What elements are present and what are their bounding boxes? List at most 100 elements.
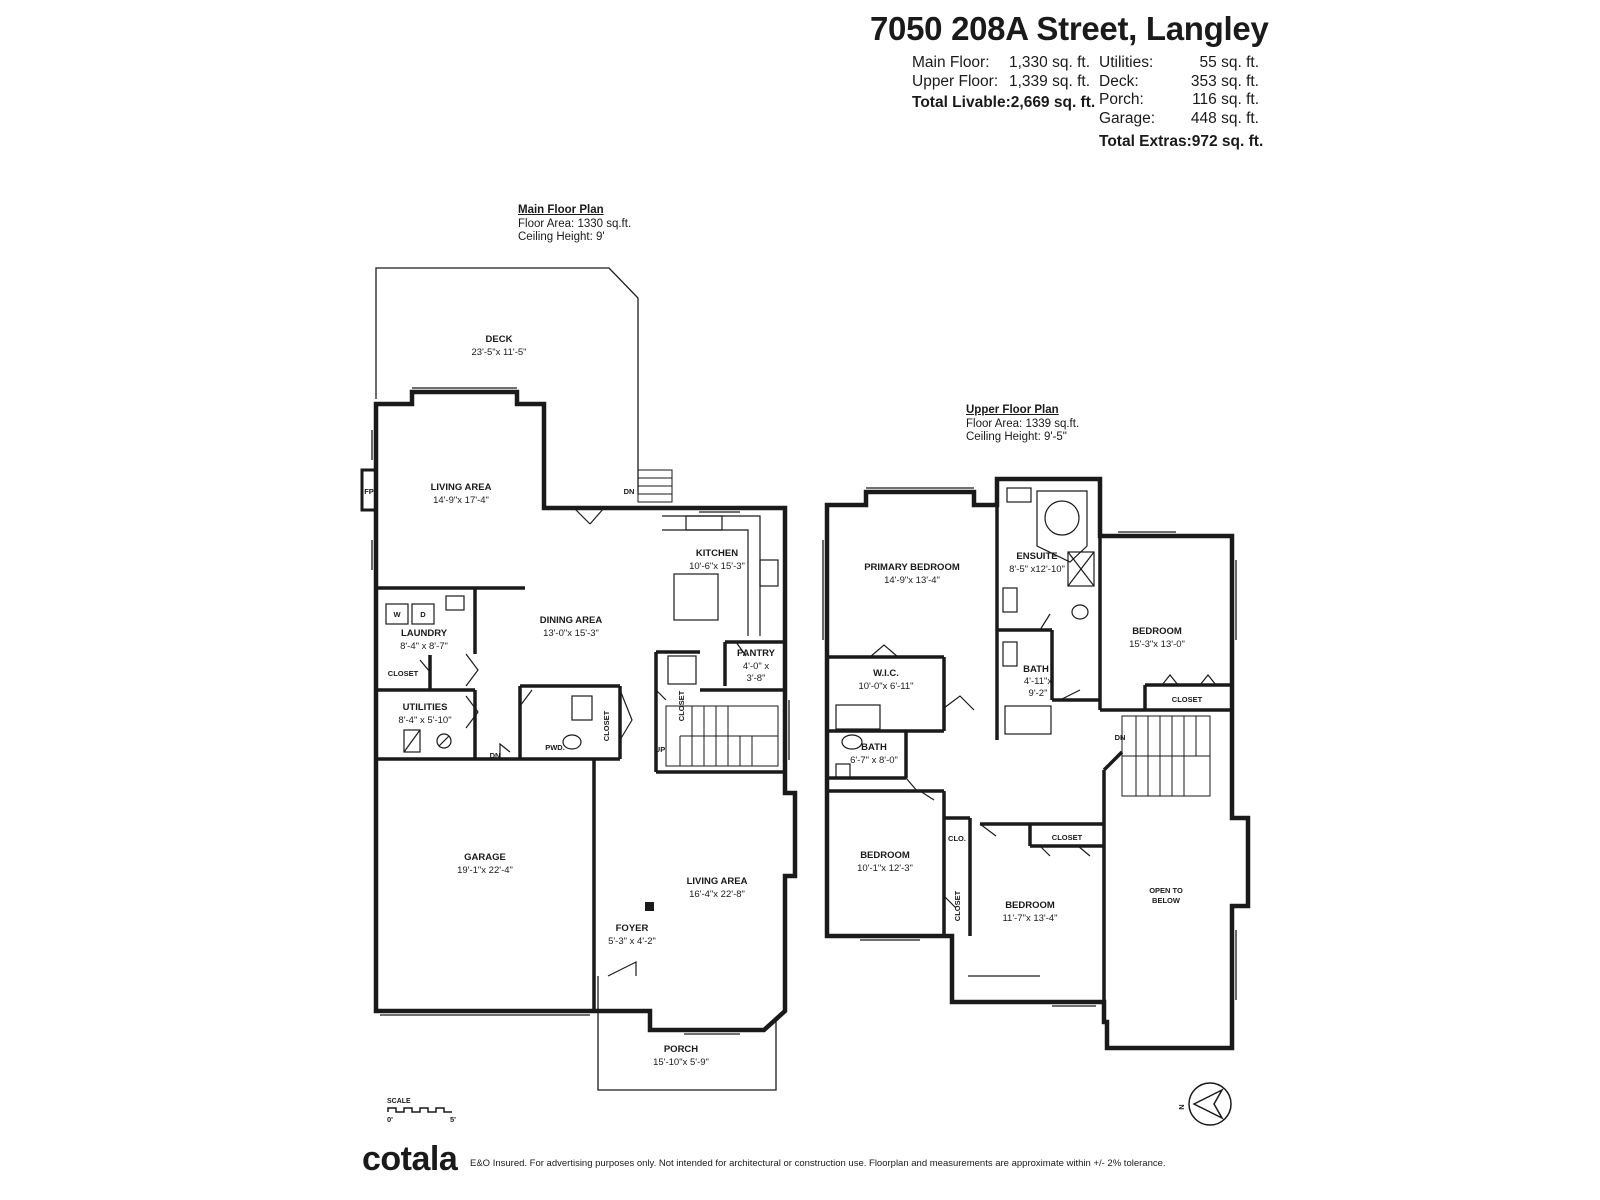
main-floor-labels: DECK 23'-5"x 11'-5" LIVING AREA 14'-9"x …: [364, 334, 775, 1068]
fireplace-label: FP: [364, 487, 374, 496]
bedroom-left-label: BEDROOM: [860, 850, 910, 861]
utilities-dim: 8'-4" x 5'-10": [398, 715, 451, 726]
garage-dim: 19'-1"x 22'-4": [457, 865, 513, 876]
main-floor-area-row: Main Floor: 1,330 sq. ft.: [912, 54, 1090, 73]
hall-closet-label: CLOSET: [602, 710, 611, 741]
upper-floor-title: Upper Floor Plan: [966, 404, 1059, 416]
living-lower-dim: 16'-4"x 22'-8": [689, 889, 745, 900]
wic-dim: 10'-0"x 6'-11": [858, 681, 913, 692]
bath-left-label: BATH: [861, 742, 887, 753]
scale-label: SCALE: [387, 1098, 411, 1105]
bedroom-mid-label: BEDROOM: [1005, 900, 1055, 911]
area-label: Upper Floor:: [912, 72, 999, 90]
deck-dim: 23'-5"x 11'-5": [471, 347, 526, 358]
area-label: Total Livable:: [912, 94, 1011, 111]
utilities-fixtures: [403, 729, 452, 753]
area-value: 972 sq. ft.: [1191, 133, 1264, 150]
laundry-dim: 8'-4" x 8'-7": [400, 641, 448, 652]
main-floor-ceiling: Ceiling Height: 9': [518, 231, 605, 243]
dining-label: DINING AREA: [540, 615, 603, 626]
main-floor-exterior-walls: [373, 389, 798, 1033]
deck-dn-label: DN: [624, 487, 635, 496]
main-stairs: [665, 705, 779, 767]
dryer-label: D: [420, 610, 426, 619]
scale-max-label: 5': [450, 1115, 456, 1124]
main-floor-doors: [419, 507, 747, 977]
laundry-appliances: [385, 595, 465, 625]
foyer-dim: 5'-3" x 4'-2": [608, 936, 656, 947]
area-value: 55 sq. ft.: [1199, 54, 1259, 71]
bath-small-dim-2: 9'-2": [1029, 688, 1048, 699]
primary-bedroom-label: PRIMARY BEDROOM: [864, 562, 960, 573]
deck-area-row: Deck: 353 sq. ft.: [1099, 73, 1259, 92]
living-areas-summary: Main Floor: 1,330 sq. ft. Upper Floor: 1…: [912, 54, 1095, 113]
scale-bar: [387, 1107, 452, 1113]
area-value: 448 sq. ft.: [1190, 109, 1259, 127]
area-label: Porch:: [1099, 91, 1144, 108]
upper-floor-area: Floor Area: 1339 sq.ft.: [966, 417, 1080, 430]
ensuite-label: ENSUITE: [1016, 551, 1057, 562]
living-lower-label: LIVING AREA: [687, 876, 748, 887]
deck-outline: [375, 267, 639, 494]
porch-label: PORCH: [664, 1044, 698, 1055]
bedroom-right-dim: 15'-3"x 13'-0": [1129, 639, 1185, 650]
utilities-label: UTILITIES: [403, 702, 448, 713]
porch-dim: 15'-10"x 5'-9": [653, 1057, 709, 1068]
bedroom-right-closet-label: CLOSET: [1172, 695, 1203, 704]
area-label: Utilities:: [1099, 54, 1154, 71]
porch-outline: [597, 976, 777, 1091]
property-address: 7050 208A Street, Langley: [870, 10, 1269, 47]
upper-stairs: [1121, 715, 1211, 797]
extras-areas-summary: Utilities: 55 sq. ft. Deck: 353 sq. ft. …: [1099, 54, 1263, 152]
total-livable-row: Total Livable: 2,669 sq. ft.: [912, 94, 1095, 113]
disclaimer-text: E&O Insured. For advertising purposes on…: [470, 1158, 1166, 1169]
laundry-label: LAUNDRY: [401, 628, 448, 639]
main-floor-plan: [360, 267, 798, 1091]
stair-closet-label: CLOSET: [677, 690, 686, 721]
ensuite-dim: 8'-5" x12'-10": [1009, 564, 1065, 575]
upper-dn-label: DN: [1115, 733, 1126, 742]
pantry-label: PANTRY: [737, 648, 776, 659]
living-upper-dim: 14'-9"x 17'-4": [433, 495, 489, 506]
clo-label: CLO.: [948, 834, 966, 843]
open-to-below-line1: OPEN TO: [1149, 886, 1183, 895]
bath-left-dim: 6'-7" x 8'-0": [850, 755, 898, 766]
kitchen-dim: 10'-6"x 15'-3": [689, 561, 745, 572]
area-value: 1,339 sq. ft.: [1009, 72, 1090, 90]
total-extras-row: Total Extras: 972 sq. ft.: [1099, 133, 1263, 152]
upper-floor-plan: [822, 476, 1251, 1051]
main-floor-interior-walls: [376, 586, 785, 1011]
area-value: 116 sq. ft.: [1192, 91, 1259, 108]
area-label: Garage:: [1099, 109, 1156, 127]
bath-left-fixtures: [835, 704, 881, 779]
foyer-label: FOYER: [616, 923, 649, 934]
wic-label: W.I.C.: [873, 668, 899, 679]
open-to-below-line2: BELOW: [1152, 896, 1181, 905]
upper-floor-exterior-walls: [824, 476, 1251, 1051]
utilities-area-row: Utilities: 55 sq. ft.: [1099, 54, 1259, 73]
bath-small-label: BATH: [1023, 664, 1049, 675]
washer-label: W: [393, 610, 401, 619]
pantry-dim-1: 4'-0" x: [743, 661, 770, 672]
garage-area-row: Garage: 448 sq. ft.: [1099, 110, 1259, 129]
bath-small-fixtures: [1002, 641, 1052, 735]
main-floor-windows: [371, 387, 790, 1035]
pantry-dim-2: 3'-8": [747, 673, 766, 684]
fireplace-bump: [360, 468, 376, 512]
deck-label: DECK: [486, 334, 513, 345]
living-upper-label: LIVING AREA: [431, 482, 492, 493]
upper-floor-area-row: Upper Floor: 1,339 sq. ft.: [912, 73, 1090, 92]
ensuite-fixtures: [1002, 487, 1095, 620]
area-value: 353 sq. ft.: [1190, 72, 1259, 90]
powder-fixtures: [562, 695, 593, 750]
scale-min-label: 0': [387, 1115, 393, 1124]
garage-dn-label: DN: [490, 751, 501, 760]
garage-label: GARAGE: [464, 852, 506, 863]
upper-floor-windows: [822, 487, 1237, 1007]
main-floor-heading: Main Floor Plan Floor Area: 1330 sq.ft. …: [518, 204, 631, 245]
deck-stairs: [637, 469, 673, 503]
porch-area-row: Porch: 116 sq. ft.: [1099, 91, 1259, 110]
kitchen-counters: [662, 515, 779, 685]
area-label: Main Floor:: [912, 54, 990, 71]
